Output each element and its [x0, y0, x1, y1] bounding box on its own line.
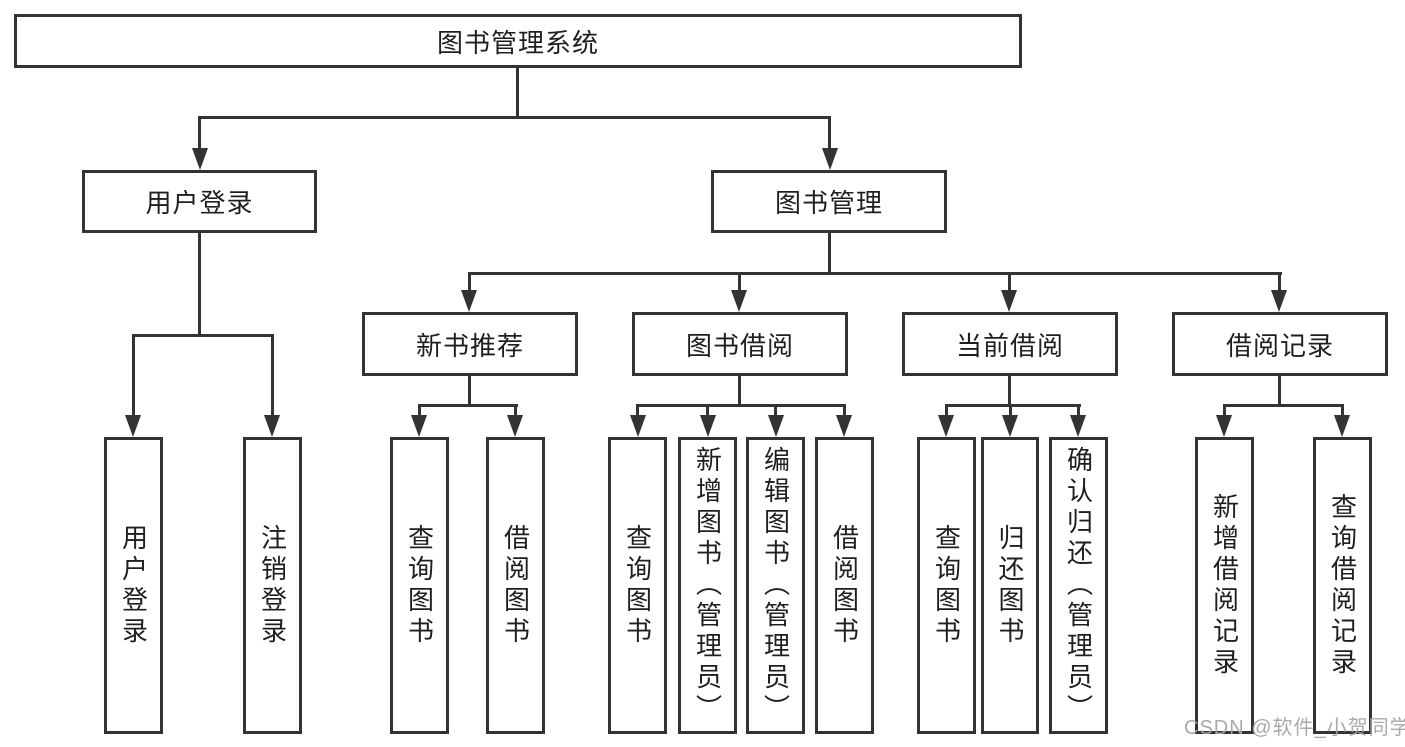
connector-line: [1008, 376, 1011, 407]
connector-line: [945, 404, 948, 418]
connector-line: [1223, 404, 1226, 418]
leaf-label: 注销登录: [257, 523, 288, 648]
connector-arrow: [1001, 290, 1017, 312]
leaf-label: 借阅图书: [829, 523, 860, 648]
connector-line: [774, 404, 777, 418]
connector-arrow: [938, 415, 954, 437]
connector-line: [828, 232, 831, 275]
connector-arrow: [264, 415, 280, 437]
node-borrowing-records: 借阅记录: [1172, 312, 1388, 376]
connector-line: [843, 404, 846, 418]
connector-line: [945, 404, 1081, 407]
connector-line: [1278, 376, 1281, 407]
leaf-label: 借阅图书: [500, 523, 531, 648]
connector-line: [1008, 272, 1011, 293]
leaf-label: 新增借阅记录: [1209, 492, 1240, 679]
connector-line: [1009, 404, 1012, 418]
connector-arrow: [731, 290, 747, 312]
connector-arrow: [836, 415, 852, 437]
connector-line: [198, 232, 201, 337]
leaf-confirm-return-admin: 确认归还（管理员）: [1049, 437, 1108, 734]
connector-arrow: [630, 415, 646, 437]
connector-line: [636, 404, 846, 407]
connector-line: [418, 404, 421, 418]
connector-line: [198, 116, 201, 150]
connector-arrow: [1070, 415, 1086, 437]
connector-line: [738, 272, 741, 293]
connector-arrow: [507, 415, 523, 437]
connector-line: [132, 334, 135, 418]
leaf-borrow-books: 借阅图书: [815, 437, 874, 734]
leaf-logout: 注销登录: [243, 437, 302, 734]
node-label: 图书借阅: [685, 330, 794, 361]
connector-arrow: [700, 415, 716, 437]
connector-line: [1223, 404, 1344, 407]
connector-line: [636, 404, 639, 418]
node-label: 用户登录: [145, 188, 254, 218]
node-label: 图书管理系统: [436, 27, 599, 58]
connector-line: [516, 68, 519, 118]
node-label: 新书推荐: [415, 330, 524, 361]
connector-line: [468, 272, 471, 293]
node-library-management-system: 图书管理系统: [14, 14, 1022, 68]
leaf-label: 查询图书: [931, 523, 962, 648]
node-user-login: 用户登录: [82, 170, 317, 233]
connector-line: [1278, 272, 1281, 293]
connector-arrow: [1334, 415, 1350, 437]
node-label: 借阅记录: [1225, 330, 1334, 361]
connector-arrow: [192, 148, 208, 170]
leaf-label: 归还图书: [995, 523, 1025, 648]
connector-line: [468, 272, 1282, 275]
leaf-add-borrow-record: 新增借阅记录: [1195, 437, 1254, 734]
leaf-label: 用户登录: [118, 523, 149, 648]
leaf-label: 编辑图书（管理员）: [760, 446, 791, 725]
node-label: 当前借阅: [955, 330, 1064, 361]
connector-line: [828, 116, 831, 150]
leaf-label: 查询图书: [404, 523, 435, 648]
leaf-query-books: 查询图书: [390, 437, 449, 734]
connector-arrow: [125, 415, 141, 437]
leaf-label: 新增图书（管理员）: [692, 446, 723, 725]
connector-arrow: [1216, 415, 1232, 437]
csdn-watermark: CSDN @软件_小贺同学: [1184, 717, 1405, 739]
connector-line: [132, 334, 274, 337]
leaf-label: 确认归还（管理员）: [1063, 446, 1094, 725]
leaf-borrow-books: 借阅图书: [486, 437, 545, 734]
node-book-management: 图书管理: [711, 170, 947, 233]
connector-line: [198, 116, 831, 119]
leaf-user-login: 用户登录: [104, 437, 163, 734]
connector-arrow: [411, 415, 427, 437]
connector-line: [1341, 404, 1344, 418]
leaf-return-books: 归还图书: [981, 437, 1039, 734]
node-label: 图书管理: [774, 188, 883, 218]
node-new-book-recommendation: 新书推荐: [362, 312, 578, 376]
connector-arrow: [461, 290, 477, 312]
leaf-query-borrow-record: 查询借阅记录: [1313, 437, 1372, 734]
leaf-add-books-admin: 新增图书（管理员）: [678, 437, 737, 734]
connector-line: [738, 376, 741, 407]
connector-arrow: [768, 415, 784, 437]
connector-line: [706, 404, 709, 418]
connector-line: [514, 404, 517, 418]
connector-line: [468, 376, 471, 407]
leaf-query-books: 查询图书: [917, 437, 976, 734]
leaf-edit-books-admin: 编辑图书（管理员）: [746, 437, 805, 734]
connector-line: [418, 404, 518, 407]
connector-arrow: [1002, 415, 1018, 437]
connector-line: [271, 334, 274, 418]
connector-arrow: [1271, 290, 1287, 312]
node-book-borrowing: 图书借阅: [632, 312, 848, 376]
leaf-query-books: 查询图书: [608, 437, 667, 734]
leaf-label: 查询借阅记录: [1327, 492, 1358, 679]
node-current-borrowing: 当前借阅: [902, 312, 1118, 376]
connector-line: [1077, 404, 1080, 418]
connector-arrow: [822, 148, 838, 170]
leaf-label: 查询图书: [622, 523, 653, 648]
